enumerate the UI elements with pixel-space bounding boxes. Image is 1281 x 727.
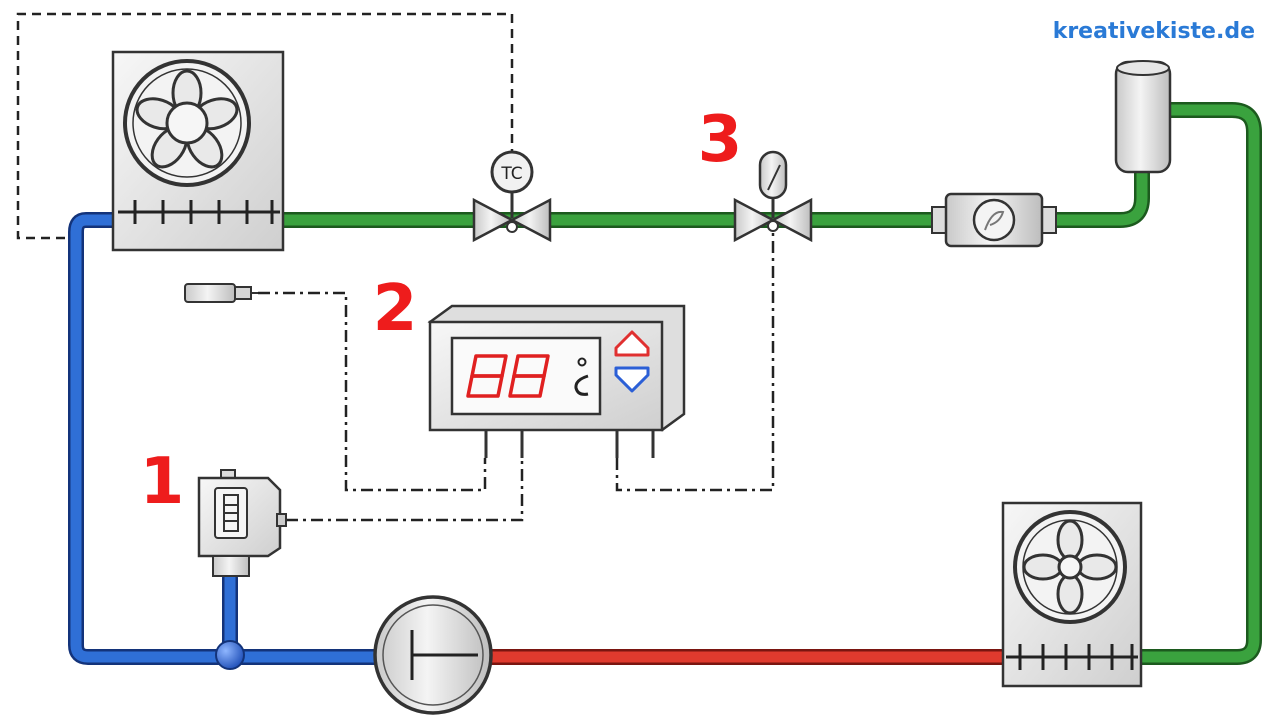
coil-fins (118, 200, 280, 224)
tc-gauge-icon (490, 150, 534, 194)
compressor-icon (373, 595, 493, 715)
fan-icon (123, 59, 251, 187)
watermark: kreativekiste.de (1053, 19, 1255, 44)
tc-label: TC (500, 164, 522, 184)
receiver-icon (1114, 60, 1172, 174)
dashed-sensor-capillary (16, 12, 514, 240)
pipe-tee-joint (215, 640, 245, 670)
pressure-switch (197, 469, 287, 577)
expansion-valve: TC (472, 150, 552, 243)
dash-dot-control-wiring (258, 228, 775, 522)
up-button[interactable] (614, 330, 650, 357)
coil-fins (1006, 644, 1138, 670)
evaporator-unit (111, 50, 285, 252)
sensor-icon (184, 283, 258, 303)
marker-3: 3 (698, 103, 743, 177)
temperature-controller (427, 304, 686, 458)
liquid-line-green (275, 102, 1262, 665)
suction-line-blue (68, 212, 388, 665)
down-button[interactable] (614, 366, 650, 393)
marker-1: 1 (140, 445, 185, 519)
digital-display (450, 336, 602, 416)
fan-icon (1013, 510, 1127, 624)
valve-icon (733, 150, 813, 243)
condenser-unit (1001, 501, 1143, 688)
sight-glass-icon (931, 192, 1057, 248)
marker-2: 2 (373, 272, 418, 346)
